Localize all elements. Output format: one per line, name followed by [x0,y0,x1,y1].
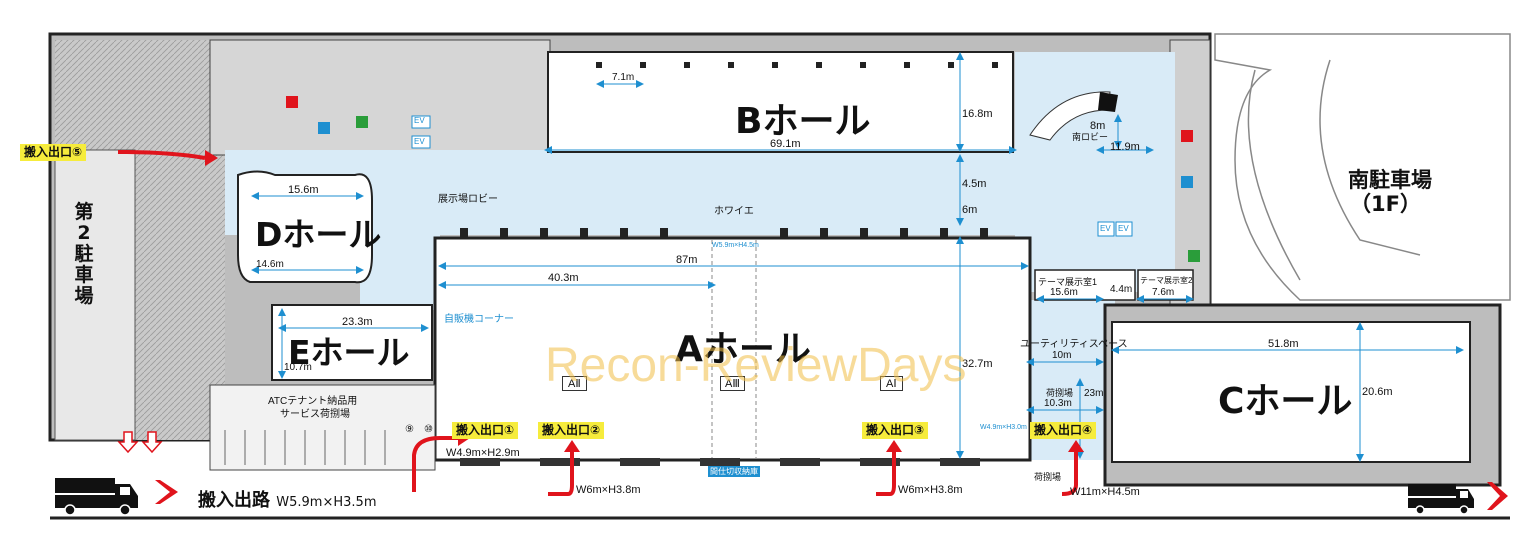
arrow-entrance-3 [876,452,896,496]
truck-icon-left [55,478,138,516]
a1-section-label: AⅠ [880,376,903,391]
dim-e-depth: 10.7m [284,362,312,373]
entrance-3-size: W6m×H3.8m [898,484,963,496]
arrow-entrance-4 [1061,452,1078,496]
dock-side-label: 荷捌場 [1034,472,1062,482]
vending-label: 自販機コーナー [444,314,514,325]
dim-b-width: 69.1m [770,138,801,150]
dim-b-depth: 16.8m [962,108,993,120]
e-hall-floor [271,304,433,381]
atc-service-yard [209,384,436,471]
exhibition-lobby-area [360,150,440,310]
c-hall-title: Cホール [1218,381,1353,422]
loading-dock-label: 荷捌場 [1046,388,1074,398]
entrance-4-size: W11m×H4.5m [1070,486,1140,498]
exhibition-lobby-label: 展示場ロビー [438,194,498,205]
dock-number-10: ⑩ [424,424,433,435]
dim-theme-gap: 4.4m [1110,284,1133,295]
dim-theme1-width: 15.6m [1050,287,1078,298]
d-hall-title: Dホール [255,215,382,254]
utility-gate-size: W4.9m×H3.0m [980,424,1027,431]
utility-space-label: ユーティリティスペース [1020,339,1128,350]
arrow-entrance-5 [117,150,206,160]
route-label: 搬入出路 W5.9m×H3.5m [198,486,376,512]
e-hall-title: Eホール [288,333,410,372]
entrance-2-size: W6m×H3.8m [576,484,641,496]
route-size: W5.9m×H3.5m [276,495,377,510]
dim-a-depth: 32.7m [962,358,993,370]
route-title: 搬入出路 [198,490,270,511]
foyer-gate-size: W5.9m×H4.5m [712,242,759,249]
south-lobby-area [1015,52,1175,292]
c-hall-floor [1111,321,1471,463]
a-hall-floor [433,236,1032,462]
north-facility-block [209,39,551,156]
dim-dock-depth: 23m [1084,388,1104,399]
elevator-label: EV [1100,224,1111,233]
a2-section-label: AⅡ [562,376,587,391]
elevator-label: EV [1118,224,1129,233]
atc-service-label-1: ATCテナント納品用 [268,396,358,407]
dim-d-top: 15.6m [288,184,319,196]
arrow-entrance-2 [548,452,574,496]
theme-room-2-label: テーマ展示室2 [1140,276,1193,285]
dim-c-depth: 20.6m [1362,386,1393,398]
second-parking-area [54,149,136,441]
south-parking-outline [1214,33,1511,301]
restroom-icon [286,96,1200,262]
dim-a-total: 87m [676,254,698,266]
entrance-4-tag: 搬入出口④ [1030,422,1097,439]
dim-south-lobby-width: 11.9m [1110,141,1140,153]
b-hall-floor [547,51,1014,153]
route-arrow-left [155,480,178,504]
dim-utility-width: 10m [1052,350,1072,361]
dim-b-bay: 7.1m [612,72,635,83]
dim-d-bottom: 14.6m [256,259,284,270]
east-facility-block [1169,39,1211,306]
dim-foyer-depth: 4.5m [962,178,987,190]
south-parking-floor: （1F） [1350,192,1421,216]
b-hall-title: Bホール [735,101,871,142]
theme-room-1-label: テーマ展示室1 [1038,277,1098,287]
route-arrow-right [1487,482,1508,510]
second-parking-char: 車 [74,264,94,286]
second-parking-char: 場 [74,285,94,307]
entrance-1-size: W4.9m×H2.9m [446,447,520,459]
a-hall-title: Aホール [675,329,811,370]
dim-e-width: 23.3m [342,316,373,328]
entrance-2-tag: 搬入出口② [538,422,605,439]
second-parking-char: 2 [77,222,91,244]
truck-icon-right [1408,484,1474,515]
dim-dock-width: 10.3m [1044,398,1072,409]
dim-south-lobby-depth: 8m [1090,120,1106,132]
partition-storage-label: 間仕切収納庫 [708,466,760,477]
second-parking-char: 第 [74,201,94,223]
watermark: Recon-ReviewDays [545,339,967,392]
dock-number-9: ⑨ [405,424,414,435]
entrance-3-tag: 搬入出口③ [862,422,929,439]
a3-section-label: AⅢ [720,376,745,391]
south-parking-title: 南駐車場 [1348,168,1432,192]
south-lobby-label: 南ロビー [1072,132,1109,142]
dim-c-width: 51.8m [1268,338,1299,350]
second-parking-char: 駐 [74,243,94,265]
entrance-5-tag: 搬入出口⑤ [20,144,87,161]
foyer-label: ホワイエ [714,206,754,217]
arrow-entrance-1 [412,436,458,492]
dim-gap: 6m [962,204,978,216]
dim-theme2-width: 7.6m [1152,287,1175,298]
elevator-label: EV [414,116,425,125]
atc-service-label-2: サービス荷捌場 [280,409,350,420]
dim-a-part: 40.3m [548,272,579,284]
elevator-label: EV [414,137,425,146]
entrance-1-tag: 搬入出口① [452,422,519,439]
